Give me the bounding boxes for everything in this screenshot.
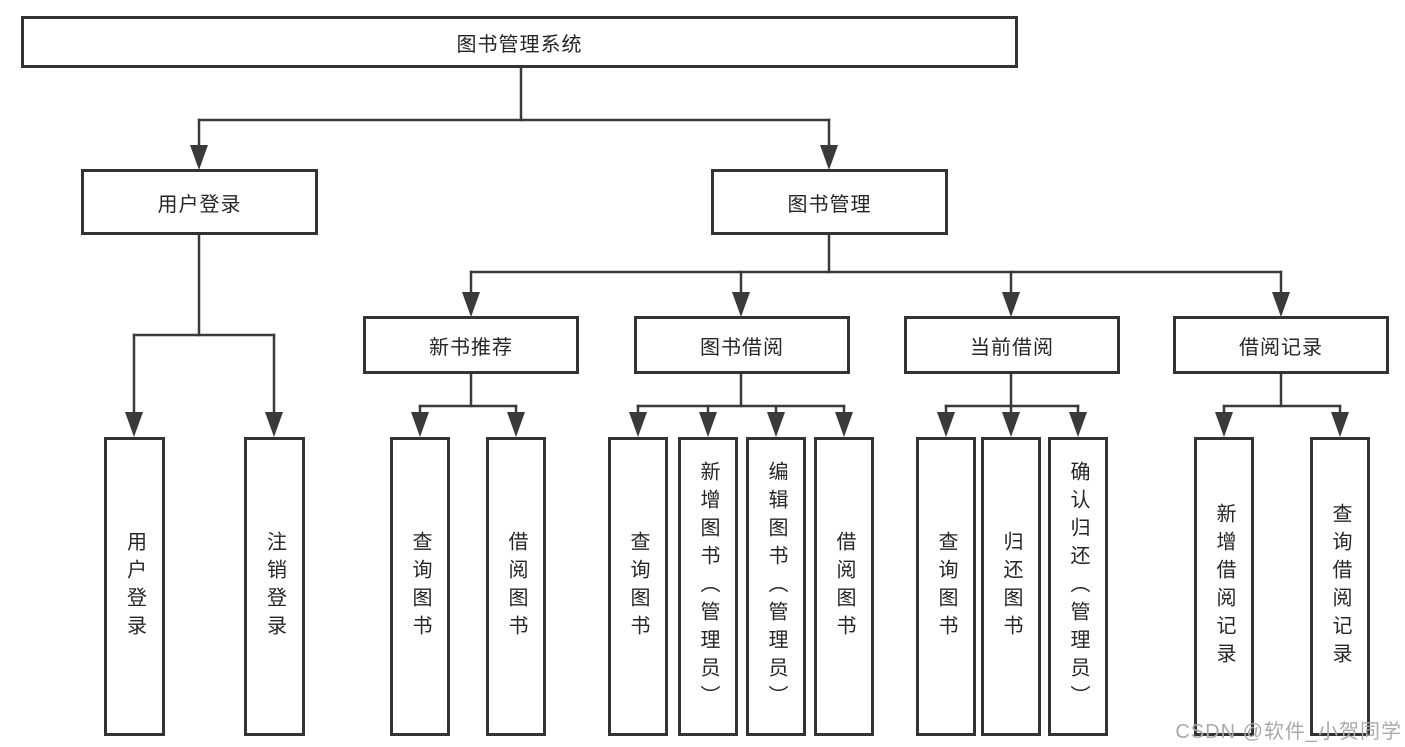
- arrow-down-icon: [835, 412, 853, 437]
- arrow-down-icon: [1002, 412, 1020, 437]
- leaf-user-login: 用户登录: [104, 437, 165, 736]
- arrow-down-icon: [125, 412, 143, 437]
- arrow-down-icon: [767, 412, 785, 437]
- connector-borrowing-records-to-leaves: [1215, 372, 1349, 437]
- arrow-down-icon: [1272, 292, 1290, 317]
- leaf-borrow-books-borrowing: 借阅图书: [814, 437, 874, 736]
- connector-user-login-to-leaves: [125, 233, 283, 437]
- leaf-query-books-recommendation: 查询图书: [390, 437, 450, 736]
- arrow-down-icon: [1002, 292, 1020, 317]
- node-new-book-recommendation: 新书推荐: [363, 316, 579, 374]
- node-borrowing-records: 借阅记录: [1173, 316, 1389, 374]
- leaf-confirm-return-admin: 确认归还（管理员）: [1048, 437, 1108, 736]
- node-current-borrowing: 当前借阅: [904, 316, 1120, 374]
- connector-new-book-recommendation-to-leaves: [411, 372, 525, 437]
- csdn-watermark: CSDN @软件_小贺同学: [1175, 721, 1402, 743]
- arrow-down-icon: [1069, 412, 1087, 437]
- leaf-logout: 注销登录: [244, 437, 305, 736]
- arrow-down-icon: [820, 145, 838, 170]
- arrow-down-icon: [629, 412, 647, 437]
- node-user-login: 用户登录: [81, 169, 318, 235]
- arrow-down-icon: [699, 412, 717, 437]
- arrow-down-icon: [190, 145, 208, 170]
- connector-current-borrowing-to-leaves: [937, 372, 1087, 437]
- arrow-down-icon: [1331, 412, 1349, 437]
- leaf-edit-book-admin: 编辑图书（管理员）: [746, 437, 806, 736]
- node-book-borrowing: 图书借阅: [634, 316, 850, 374]
- leaf-borrow-books-recommendation: 借阅图书: [486, 437, 546, 736]
- connector-book-management-to-level3: [462, 233, 1290, 317]
- arrow-down-icon: [937, 412, 955, 437]
- connector-root-to-level2: [190, 66, 838, 170]
- arrow-down-icon: [507, 412, 525, 437]
- arrow-down-icon: [411, 412, 429, 437]
- arrow-down-icon: [732, 292, 750, 317]
- node-book-management: 图书管理: [711, 169, 948, 235]
- node-library-management-system: 图书管理系统: [21, 16, 1018, 68]
- arrow-down-icon: [1215, 412, 1233, 437]
- arrow-down-icon: [462, 292, 480, 317]
- leaf-return-books: 归还图书: [981, 437, 1041, 736]
- connector-book-borrowing-to-leaves: [629, 372, 853, 437]
- leaf-query-books-borrowing: 查询图书: [608, 437, 668, 736]
- leaf-query-books-current: 查询图书: [916, 437, 976, 736]
- leaf-add-borrow-record: 新增借阅记录: [1194, 437, 1254, 736]
- leaf-query-borrow-record: 查询借阅记录: [1310, 437, 1370, 736]
- arrow-down-icon: [265, 412, 283, 437]
- leaf-add-book-admin: 新增图书（管理员）: [678, 437, 738, 736]
